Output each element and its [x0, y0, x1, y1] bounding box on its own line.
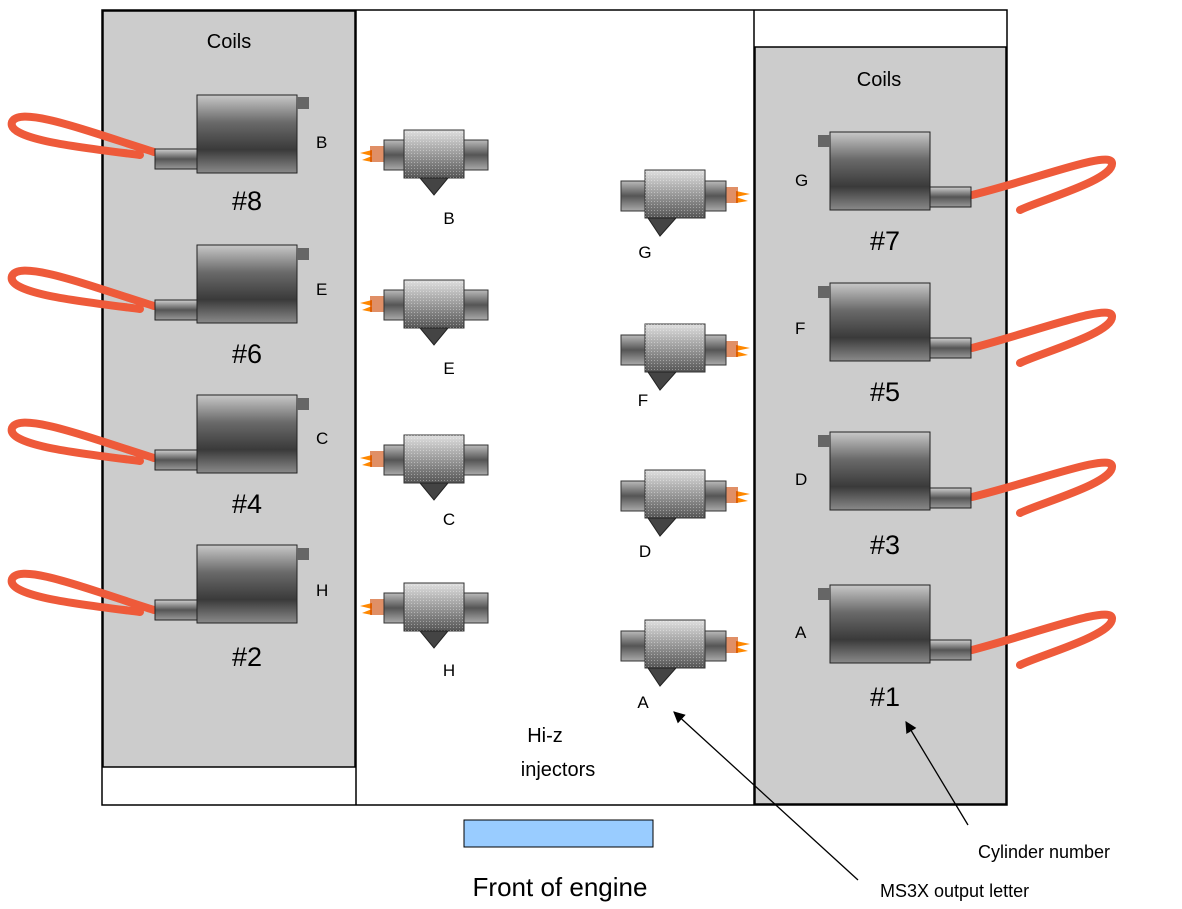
injector-letter: D — [639, 542, 651, 561]
arrow-pointer-icon — [673, 711, 859, 881]
output-letter: F — [795, 319, 805, 338]
spark-plug-lead-icon — [968, 610, 1116, 669]
injector-letter: B — [443, 209, 454, 228]
left-injector-4: H — [360, 582, 489, 680]
injector-letter: C — [443, 510, 455, 529]
fuel-injector-icon — [620, 169, 750, 237]
output-letter-annotation: MS3X output letter — [880, 881, 1029, 901]
spark-plug-lead-icon — [968, 458, 1116, 517]
output-letter: G — [795, 171, 808, 190]
spark-plug-lead-icon — [7, 266, 158, 313]
ignition-coil-icon — [818, 282, 972, 362]
front-marker — [463, 819, 654, 848]
cylinder-number: #6 — [232, 339, 262, 369]
injector-letter: G — [638, 243, 651, 262]
left-coil-2: E #6 — [7, 244, 327, 369]
injector-letter: A — [637, 693, 649, 712]
ignition-coil-icon — [154, 244, 309, 324]
right-coil-1: G #7 — [795, 131, 1116, 256]
ignition-coil-icon — [818, 431, 972, 511]
cylinder-number: #3 — [870, 530, 900, 560]
fuel-injector-icon — [620, 619, 750, 687]
injector-letter: H — [443, 661, 455, 680]
output-letter: B — [316, 133, 327, 152]
ignition-coil-icon — [818, 584, 972, 664]
injector-letter: F — [638, 391, 648, 410]
ignition-coil-icon — [818, 131, 972, 211]
cylinder-number-annotation: Cylinder number — [978, 842, 1110, 862]
right-injector-4: A — [620, 619, 750, 712]
output-letter: D — [795, 470, 807, 489]
output-letter: A — [795, 623, 807, 642]
fuel-injector-icon — [620, 323, 750, 391]
cylinder-number: #8 — [232, 186, 262, 216]
left-coil-3: C #4 — [7, 394, 328, 519]
ignition-coil-icon — [154, 544, 309, 624]
right-coil-3: D #3 — [795, 431, 1116, 560]
output-letter: C — [316, 429, 328, 448]
injector-letter: E — [443, 359, 454, 378]
fuel-injector-icon — [360, 129, 489, 196]
injectors-label-line1: Hi-z — [527, 725, 563, 747]
fuel-injector-icon — [360, 582, 489, 649]
left-coil-4: H #2 — [7, 544, 328, 672]
spark-plug-lead-icon — [968, 308, 1116, 367]
right-injector-1: G — [620, 169, 750, 262]
right-injector-2: F — [620, 323, 750, 410]
cylinder-number: #5 — [870, 377, 900, 407]
left-coils-title: Coils — [207, 31, 251, 53]
arrow-pointer-icon — [905, 720, 969, 826]
cylinder-number: #7 — [870, 226, 900, 256]
ignition-coil-icon — [154, 394, 309, 474]
cylinder-number: #1 — [870, 682, 900, 712]
fuel-injector-icon — [360, 434, 489, 501]
injectors-label-line2: injectors — [521, 759, 595, 781]
right-injector-3: D — [620, 469, 750, 561]
output-letter: E — [316, 280, 327, 299]
spark-plug-lead-icon — [968, 155, 1116, 214]
right-coil-2: F #5 — [795, 282, 1116, 407]
ignition-coil-icon — [154, 94, 309, 174]
output-letter: H — [316, 581, 328, 600]
left-coil-1: B #8 — [7, 94, 327, 216]
right-coils-title: Coils — [857, 69, 901, 91]
left-injector-3: C — [360, 434, 489, 529]
fuel-injector-icon — [360, 279, 489, 346]
left-injector-2: E — [360, 279, 489, 378]
spark-plug-lead-icon — [7, 418, 158, 465]
cylinder-number: #4 — [232, 489, 262, 519]
left-injector-1: B — [360, 129, 489, 228]
spark-plug-lead-icon — [7, 569, 158, 616]
cylinder-number: #2 — [232, 642, 262, 672]
right-coil-4: A #1 — [795, 584, 1116, 712]
front-of-engine-label: Front of engine — [473, 872, 648, 902]
spark-plug-lead-icon — [7, 112, 158, 159]
fuel-injector-icon — [620, 469, 750, 537]
